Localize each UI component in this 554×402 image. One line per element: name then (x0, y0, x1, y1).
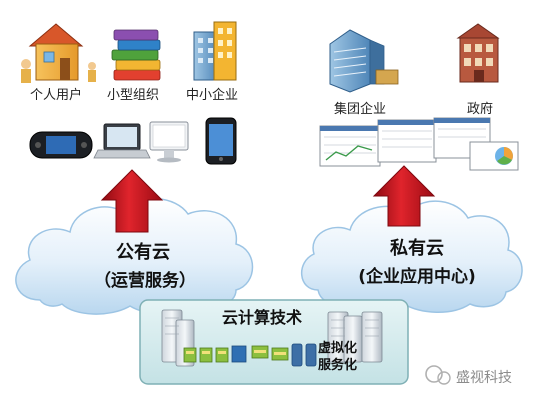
house-family-icon (21, 23, 96, 83)
public-cloud-up-arrow (100, 169, 164, 233)
watermark-text: 盛视科技 (456, 370, 512, 386)
laptop-icon (93, 123, 151, 159)
private-cloud-title: 私有云 (390, 238, 444, 259)
private-cloud-subtitle: (企业应用中心) (358, 267, 476, 287)
government-building-icon (456, 23, 500, 83)
dashboard-screens-icon (319, 117, 519, 171)
desktop-monitor-icon (149, 121, 189, 163)
public-cloud-shape (15, 198, 254, 315)
virtualization-label: 虚拟化 服务化 (318, 340, 357, 374)
virtualization-chip-icons (183, 343, 317, 367)
watermark-logo-icon (425, 365, 451, 385)
user-label-government: 政府 (467, 102, 494, 117)
private-cloud-up-arrow (372, 165, 436, 227)
user-label-sme: 中小企业 (186, 88, 239, 103)
cloud-tech-title: 云计算技术 (222, 308, 303, 327)
public-cloud-title: 公有云 (116, 242, 170, 263)
handheld-console-icon (29, 131, 93, 159)
corporate-tower-icon (329, 29, 399, 93)
smartphone-icon (205, 117, 237, 165)
servitization-line: 服务化 (318, 358, 358, 373)
office-building-icon (193, 21, 237, 81)
user-label-enterprise-group: 集团企业 (334, 102, 387, 117)
public-cloud-subtitle: （运营服务） (94, 271, 196, 291)
books-stack-icon (111, 29, 161, 81)
user-label-individual: 个人用户 (30, 88, 83, 103)
user-label-small-org: 小型组织 (107, 88, 160, 103)
virtualization-line: 虚拟化 (318, 341, 358, 356)
